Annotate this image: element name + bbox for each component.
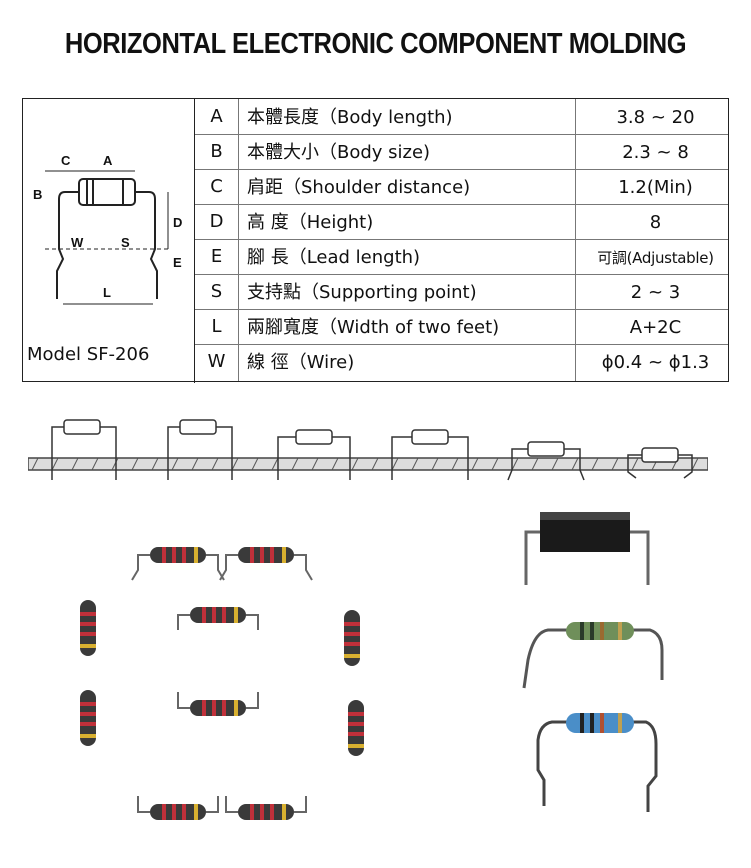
- label-s: S: [121, 235, 130, 250]
- row-value: 1.2(Min): [618, 177, 693, 198]
- process-step-2: [167, 419, 233, 480]
- spec-row-l: L 兩腳寬度（Width of two feet) A+2C: [195, 309, 728, 345]
- spec-row-e: E 腳 長（Lead length) 可調(Adjustable): [195, 239, 728, 275]
- label-l: L: [103, 285, 111, 300]
- row-value: 可調(Adjustable): [597, 249, 714, 267]
- row-letter: S: [195, 274, 239, 309]
- resistor-photo: [348, 700, 364, 756]
- right-lead: [135, 191, 158, 299]
- label-d: D: [173, 215, 182, 230]
- row-letter: W: [195, 344, 239, 381]
- row-letter: B: [195, 134, 239, 169]
- page-title: HORIZONTAL ELECTRONIC COMPONENT MOLDING: [64, 28, 687, 60]
- dimension-diagram: C A B D W S E L Model SF-206: [23, 99, 195, 383]
- left-lead: [56, 191, 79, 299]
- row-description: 支持點（Supporting point): [247, 274, 576, 309]
- resistor-photo: [344, 610, 360, 666]
- green-resistor-photo: [522, 622, 664, 689]
- row-letter: D: [195, 204, 239, 239]
- label-w: W: [71, 235, 84, 250]
- spec-row-w: W 線 徑（Wire) ϕ0.4 ~ ϕ1.3: [195, 344, 728, 381]
- resistor-photo: [80, 600, 96, 656]
- process-step-3: [277, 429, 351, 480]
- resistor-photo: [190, 607, 246, 623]
- row-value: ϕ0.4 ~ ϕ1.3: [601, 352, 710, 373]
- resistor-photo: [238, 547, 294, 563]
- blue-resistor-photo: [536, 713, 658, 812]
- label-c: C: [61, 153, 71, 168]
- conveyor-plate: [28, 457, 708, 471]
- row-description: 腳 長（Lead length): [247, 239, 576, 274]
- spec-row-c: C 肩距（Shoulder distance) 1.2(Min): [195, 169, 728, 205]
- label-a: A: [103, 153, 113, 168]
- row-letter: A: [195, 99, 239, 134]
- process-step-5: [507, 441, 585, 481]
- row-value: 8: [649, 212, 662, 233]
- row-value: 2.3 ~ 8: [622, 142, 689, 163]
- spec-row-s: S 支持點（Supporting point) 2 ~ 3: [195, 274, 728, 310]
- row-description: 本體長度（Body length): [247, 99, 576, 134]
- row-description: 高 度（Height): [247, 204, 576, 239]
- label-e: E: [173, 255, 182, 270]
- row-value: 3.8 ~ 20: [616, 107, 695, 128]
- row-value: 2 ~ 3: [630, 282, 681, 303]
- resistor-photo: [238, 804, 294, 820]
- row-letter: C: [195, 169, 239, 204]
- process-step-1: [51, 419, 117, 480]
- resistor-photo: [150, 547, 206, 563]
- row-letter: E: [195, 239, 239, 274]
- molding-process-illustration: [28, 419, 708, 481]
- row-description: 線 徑（Wire): [247, 344, 576, 381]
- row-letter: L: [195, 309, 239, 344]
- resistor-photo-cluster: [80, 547, 364, 820]
- spec-rows: A 本體長度（Body length) 3.8 ~ 20 B 本體大小（Body…: [195, 99, 728, 381]
- spec-table: C A B D W S E L Model SF-206 A 本體長度（Body…: [22, 98, 729, 383]
- process-step-4: [391, 429, 469, 480]
- process-step-6: [627, 447, 693, 479]
- label-b: B: [33, 187, 42, 202]
- component-photos-right: [522, 512, 664, 812]
- row-description: 肩距（Shoulder distance): [247, 169, 576, 204]
- row-description: 本體大小（Body size): [247, 134, 576, 169]
- model-label: Model SF-206: [27, 344, 150, 365]
- spec-row-a: A 本體長度（Body length) 3.8 ~ 20: [195, 99, 728, 135]
- row-description: 兩腳寬度（Width of two feet): [247, 309, 576, 344]
- spec-row-b: B 本體大小（Body size) 2.3 ~ 8: [195, 134, 728, 170]
- resistor-photo: [80, 690, 96, 746]
- resistor-photo: [190, 700, 246, 716]
- conveyor-hatch: [31, 457, 699, 471]
- resistor-dimension-drawing: C A B D W S E L: [33, 153, 182, 305]
- row-value: A+2C: [629, 317, 682, 338]
- spec-row-d: D 高 度（Height) 8: [195, 204, 728, 240]
- resistor-photo: [150, 804, 206, 820]
- diode-photo: [524, 512, 650, 585]
